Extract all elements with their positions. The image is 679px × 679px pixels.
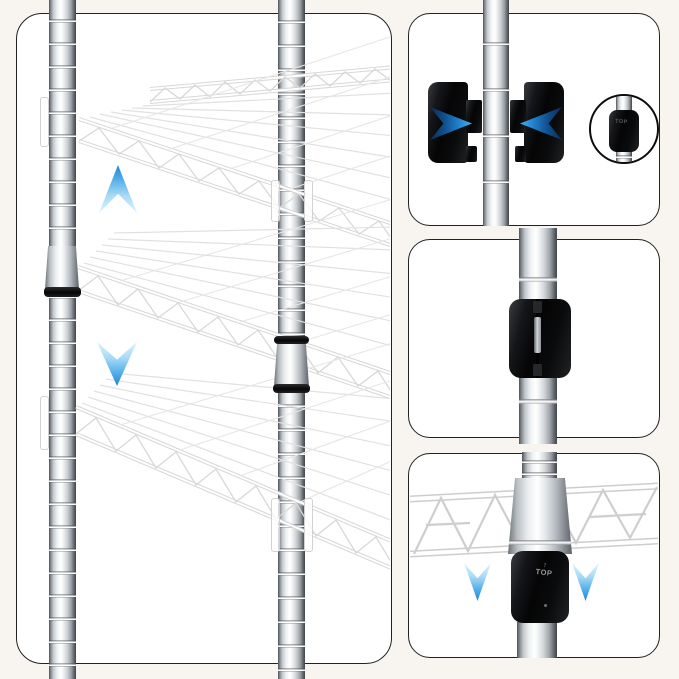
pole-groove (519, 399, 557, 404)
detail-inset-circle: TOP (589, 94, 659, 164)
panel-shelf-overview (16, 13, 392, 664)
overview-clip-area (18, 15, 390, 662)
shelf-clip-outline (304, 180, 313, 222)
step3-pole-neck (522, 452, 557, 480)
collar-ring (273, 384, 310, 393)
clip-half-right-tab (515, 146, 526, 162)
shelf-clip-outline (40, 396, 49, 450)
left-chrome-pole (49, 0, 76, 679)
clip-seam-slot (534, 317, 541, 353)
step1-chrome-pole (483, 0, 509, 226)
cone-collar-right-pole (274, 343, 309, 386)
collar-ring (44, 287, 81, 297)
cone-sleeve-black (511, 551, 569, 623)
shelf-clip-outline (304, 498, 313, 552)
shelf-clip-outline (271, 180, 280, 222)
collar-ring (274, 336, 309, 344)
shelf-clip-outline (40, 97, 49, 147)
cone-groove (508, 540, 572, 545)
clip-seam-notch (533, 364, 542, 376)
cone-sleeve-chrome (508, 478, 572, 554)
wire-shelves-illustration (75, 36, 390, 570)
clip-half-right-tab (510, 100, 526, 133)
shelf-clip-outline (271, 498, 280, 552)
clip-half-left-tab (466, 146, 477, 162)
molding-dot (544, 604, 547, 607)
inset-top-marking: TOP (614, 118, 629, 126)
step3-pole-lower (517, 622, 557, 658)
sleeve-top-marking: ↑ TOP (535, 561, 554, 578)
inset-clip-assembled (609, 110, 639, 152)
pole-groove (519, 277, 557, 282)
clip-half-left-tab (466, 100, 482, 133)
cone-collar-left-pole (45, 246, 79, 289)
clip-seam-notch (533, 301, 542, 313)
